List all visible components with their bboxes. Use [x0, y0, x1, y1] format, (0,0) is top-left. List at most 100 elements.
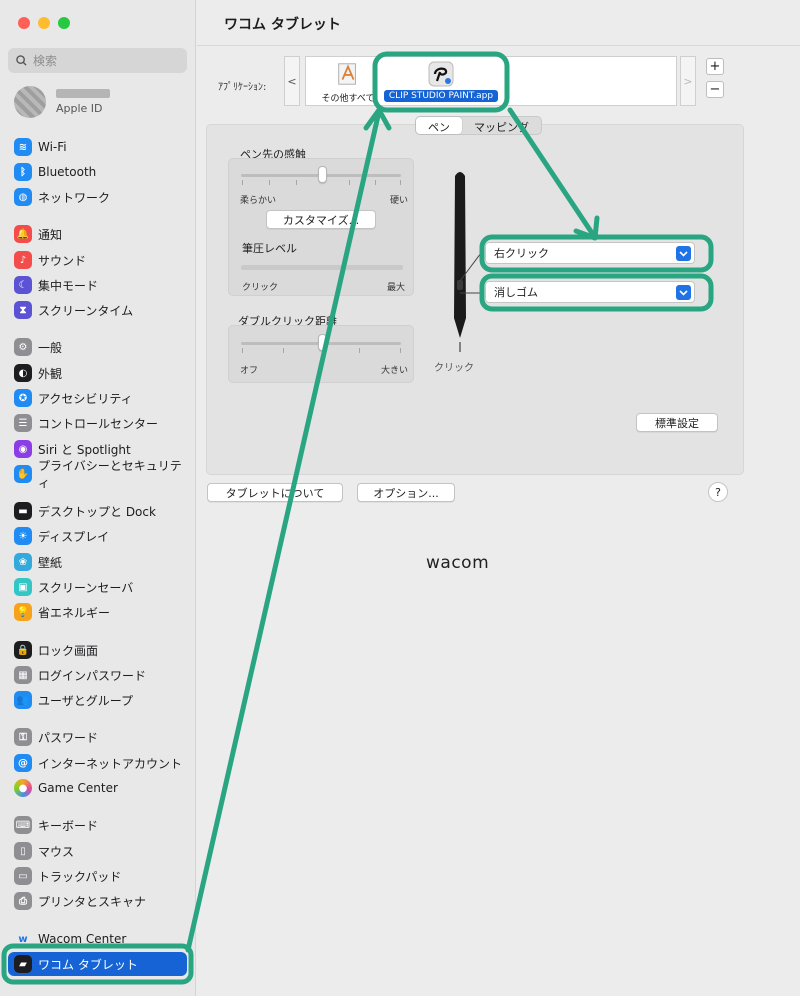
apple-id-account[interactable]: Apple ID [14, 86, 110, 118]
app-scroll-left-button[interactable]: < [284, 56, 300, 106]
lower-button-dropdown[interactable]: 消しゴム [485, 281, 695, 303]
sidebar-item-gear[interactable]: ⚙一般 [8, 335, 187, 359]
wallpaper-icon: ❀ [14, 553, 32, 571]
sidebar-item-dock[interactable]: ▬デスクトップと Dock [8, 499, 187, 523]
sidebar-item-label: Siri と Spotlight [38, 442, 131, 457]
zoom-button[interactable] [58, 17, 70, 29]
sidebar-item-label: パスワード [38, 730, 99, 745]
chevron-right-icon: > [683, 74, 693, 88]
sidebar-item-printer[interactable]: ⎙プリンタとスキャナ [8, 889, 187, 913]
sidebar-item-control-center[interactable]: ☰コントロールセンター [8, 411, 187, 435]
sidebar-item-label: Wi-Fi [38, 140, 67, 154]
tab-pen[interactable]: ペン [416, 117, 462, 134]
sidebar-item-lock[interactable]: 🔒ロック画面 [8, 638, 187, 662]
sidebar-item-label: ログインパスワード [38, 668, 147, 683]
pressure-level-title: 筆圧レベル [242, 242, 297, 255]
sidebar-item-at[interactable]: @ インターネットアカウント [8, 751, 187, 775]
sidebar-item-sun[interactable]: ☀ディスプレイ [8, 524, 187, 548]
app-tile-label: その他すべて [321, 94, 375, 104]
default-button[interactable]: 標準設定 [636, 413, 718, 432]
remove-app-button[interactable]: − [706, 81, 724, 98]
sidebar-item-label: 外観 [38, 366, 63, 381]
sidebar-item-label: コントロールセンター [38, 416, 159, 431]
bell-icon: 🔔 [14, 225, 32, 243]
sidebar-item-globe[interactable]: ◍ネットワーク [8, 185, 187, 209]
app-tile-all[interactable]: その他すべて [314, 57, 382, 105]
window-controls [18, 17, 70, 29]
pen-illustration [454, 172, 466, 352]
clip-studio-icon [428, 61, 454, 87]
sidebar-item-label: 一般 [38, 340, 63, 355]
tip-click-label: クリック [434, 363, 474, 374]
sidebar-item-game-center[interactable]: ● Game Center [8, 776, 187, 800]
tip-feel-slider-knob[interactable] [318, 166, 327, 183]
slider-tick [349, 180, 350, 185]
sidebar-item-label: 省エネルギー [38, 605, 111, 620]
double-click-slider-knob[interactable] [318, 334, 327, 351]
sidebar-item-wallpaper[interactable]: ❀ 壁紙 [8, 550, 187, 574]
lower-button-value: 消しゴム [494, 286, 538, 299]
appearance-icon: ◐ [14, 364, 32, 382]
sidebar-item-wifi[interactable]: ≋Wi-Fi [8, 135, 187, 159]
customize-button[interactable]: カスタマイズ... [266, 210, 376, 229]
off-label: オフ [240, 366, 259, 376]
users-icon: 👥 [14, 691, 32, 709]
sidebar-item-bell[interactable]: 🔔通知 [8, 222, 187, 246]
game-center-icon: ● [14, 779, 32, 797]
chevron-left-icon: < [287, 74, 297, 88]
sidebar-item-login[interactable]: ▦ ログインパスワード [8, 663, 187, 687]
sidebar-item-appearance[interactable]: ◐ 外観 [8, 361, 187, 385]
login-icon: ▦ [14, 666, 32, 684]
application-label: ｱﾌﾟﾘｹｰｼｮﾝ: [218, 82, 267, 93]
sidebar-item-key[interactable]: ⚿ パスワード [8, 725, 187, 749]
avatar [14, 86, 46, 118]
add-app-button[interactable]: + [706, 58, 724, 75]
app-tile-clip-studio[interactable]: CLIP STUDIO PAINT.app [382, 57, 500, 105]
tab-mapping[interactable]: マッピング [474, 121, 529, 134]
sun-icon: ☀ [14, 527, 32, 545]
about-tablet-button[interactable]: タブレットについて [207, 483, 343, 502]
help-button[interactable]: ? [708, 482, 728, 502]
search-input[interactable]: 検索 [8, 48, 187, 73]
sidebar-item-mouse[interactable]: ▯マウス [8, 839, 187, 863]
chevron-down-icon [676, 246, 691, 261]
sidebar-item-bulb[interactable]: 💡 省エネルギー [8, 600, 187, 624]
tab-bar: ペン マッピング [415, 116, 542, 135]
sidebar-item-label: 壁紙 [38, 555, 63, 570]
app-scroll-right-button[interactable]: > [680, 56, 696, 106]
bulb-icon: 💡 [14, 603, 32, 621]
sidebar-item-label: ロック画面 [38, 643, 99, 658]
options-button[interactable]: オプション... [357, 483, 455, 502]
siri-icon: ◉ [14, 440, 32, 458]
search-placeholder: 検索 [33, 54, 58, 68]
close-button[interactable] [18, 17, 30, 29]
sidebar-item-accessibility[interactable]: ✪アクセシビリティ [8, 386, 187, 410]
sidebar-item-tablet[interactable]: ▰ワコム タブレット [8, 952, 187, 976]
at-icon: @ [14, 754, 32, 772]
sidebar-item-label: Game Center [38, 781, 118, 795]
sidebar-item-screensaver[interactable]: ▣スクリーンセーバ [8, 575, 187, 599]
sidebar-item-speaker[interactable]: ♪サウンド [8, 248, 187, 272]
key-icon: ⚿ [14, 728, 32, 746]
sidebar-item-users[interactable]: 👥ユーザとグループ [8, 688, 187, 712]
sidebar-item-label: サウンド [38, 253, 87, 268]
upper-button-dropdown[interactable]: 右クリック [485, 242, 695, 264]
sidebar-item-siri[interactable]: ◉ Siri と Spotlight [8, 437, 187, 461]
sidebar-item-trackpad[interactable]: ▭トラックパッド [8, 864, 187, 888]
tablet-icon: ▰ [14, 955, 32, 973]
upper-button-value: 右クリック [494, 247, 549, 260]
slider-tick [375, 180, 376, 185]
slider-tick [400, 180, 401, 185]
sidebar-item-keyboard[interactable]: ⌨キーボード [8, 813, 187, 837]
slider-tick [242, 348, 243, 353]
sidebar-item-label: ネットワーク [38, 190, 111, 205]
sidebar-item-hand[interactable]: ✋プライバシーとセキュリティ [8, 459, 187, 490]
sidebar-item-moon[interactable]: ☾集中モード [8, 273, 187, 297]
sidebar-item-label: インターネットアカウント [38, 756, 183, 771]
minimize-button[interactable] [38, 17, 50, 29]
keyboard-icon: ⌨ [14, 816, 32, 834]
sidebar-item-hourglass[interactable]: ⧗スクリーンタイム [8, 298, 187, 322]
